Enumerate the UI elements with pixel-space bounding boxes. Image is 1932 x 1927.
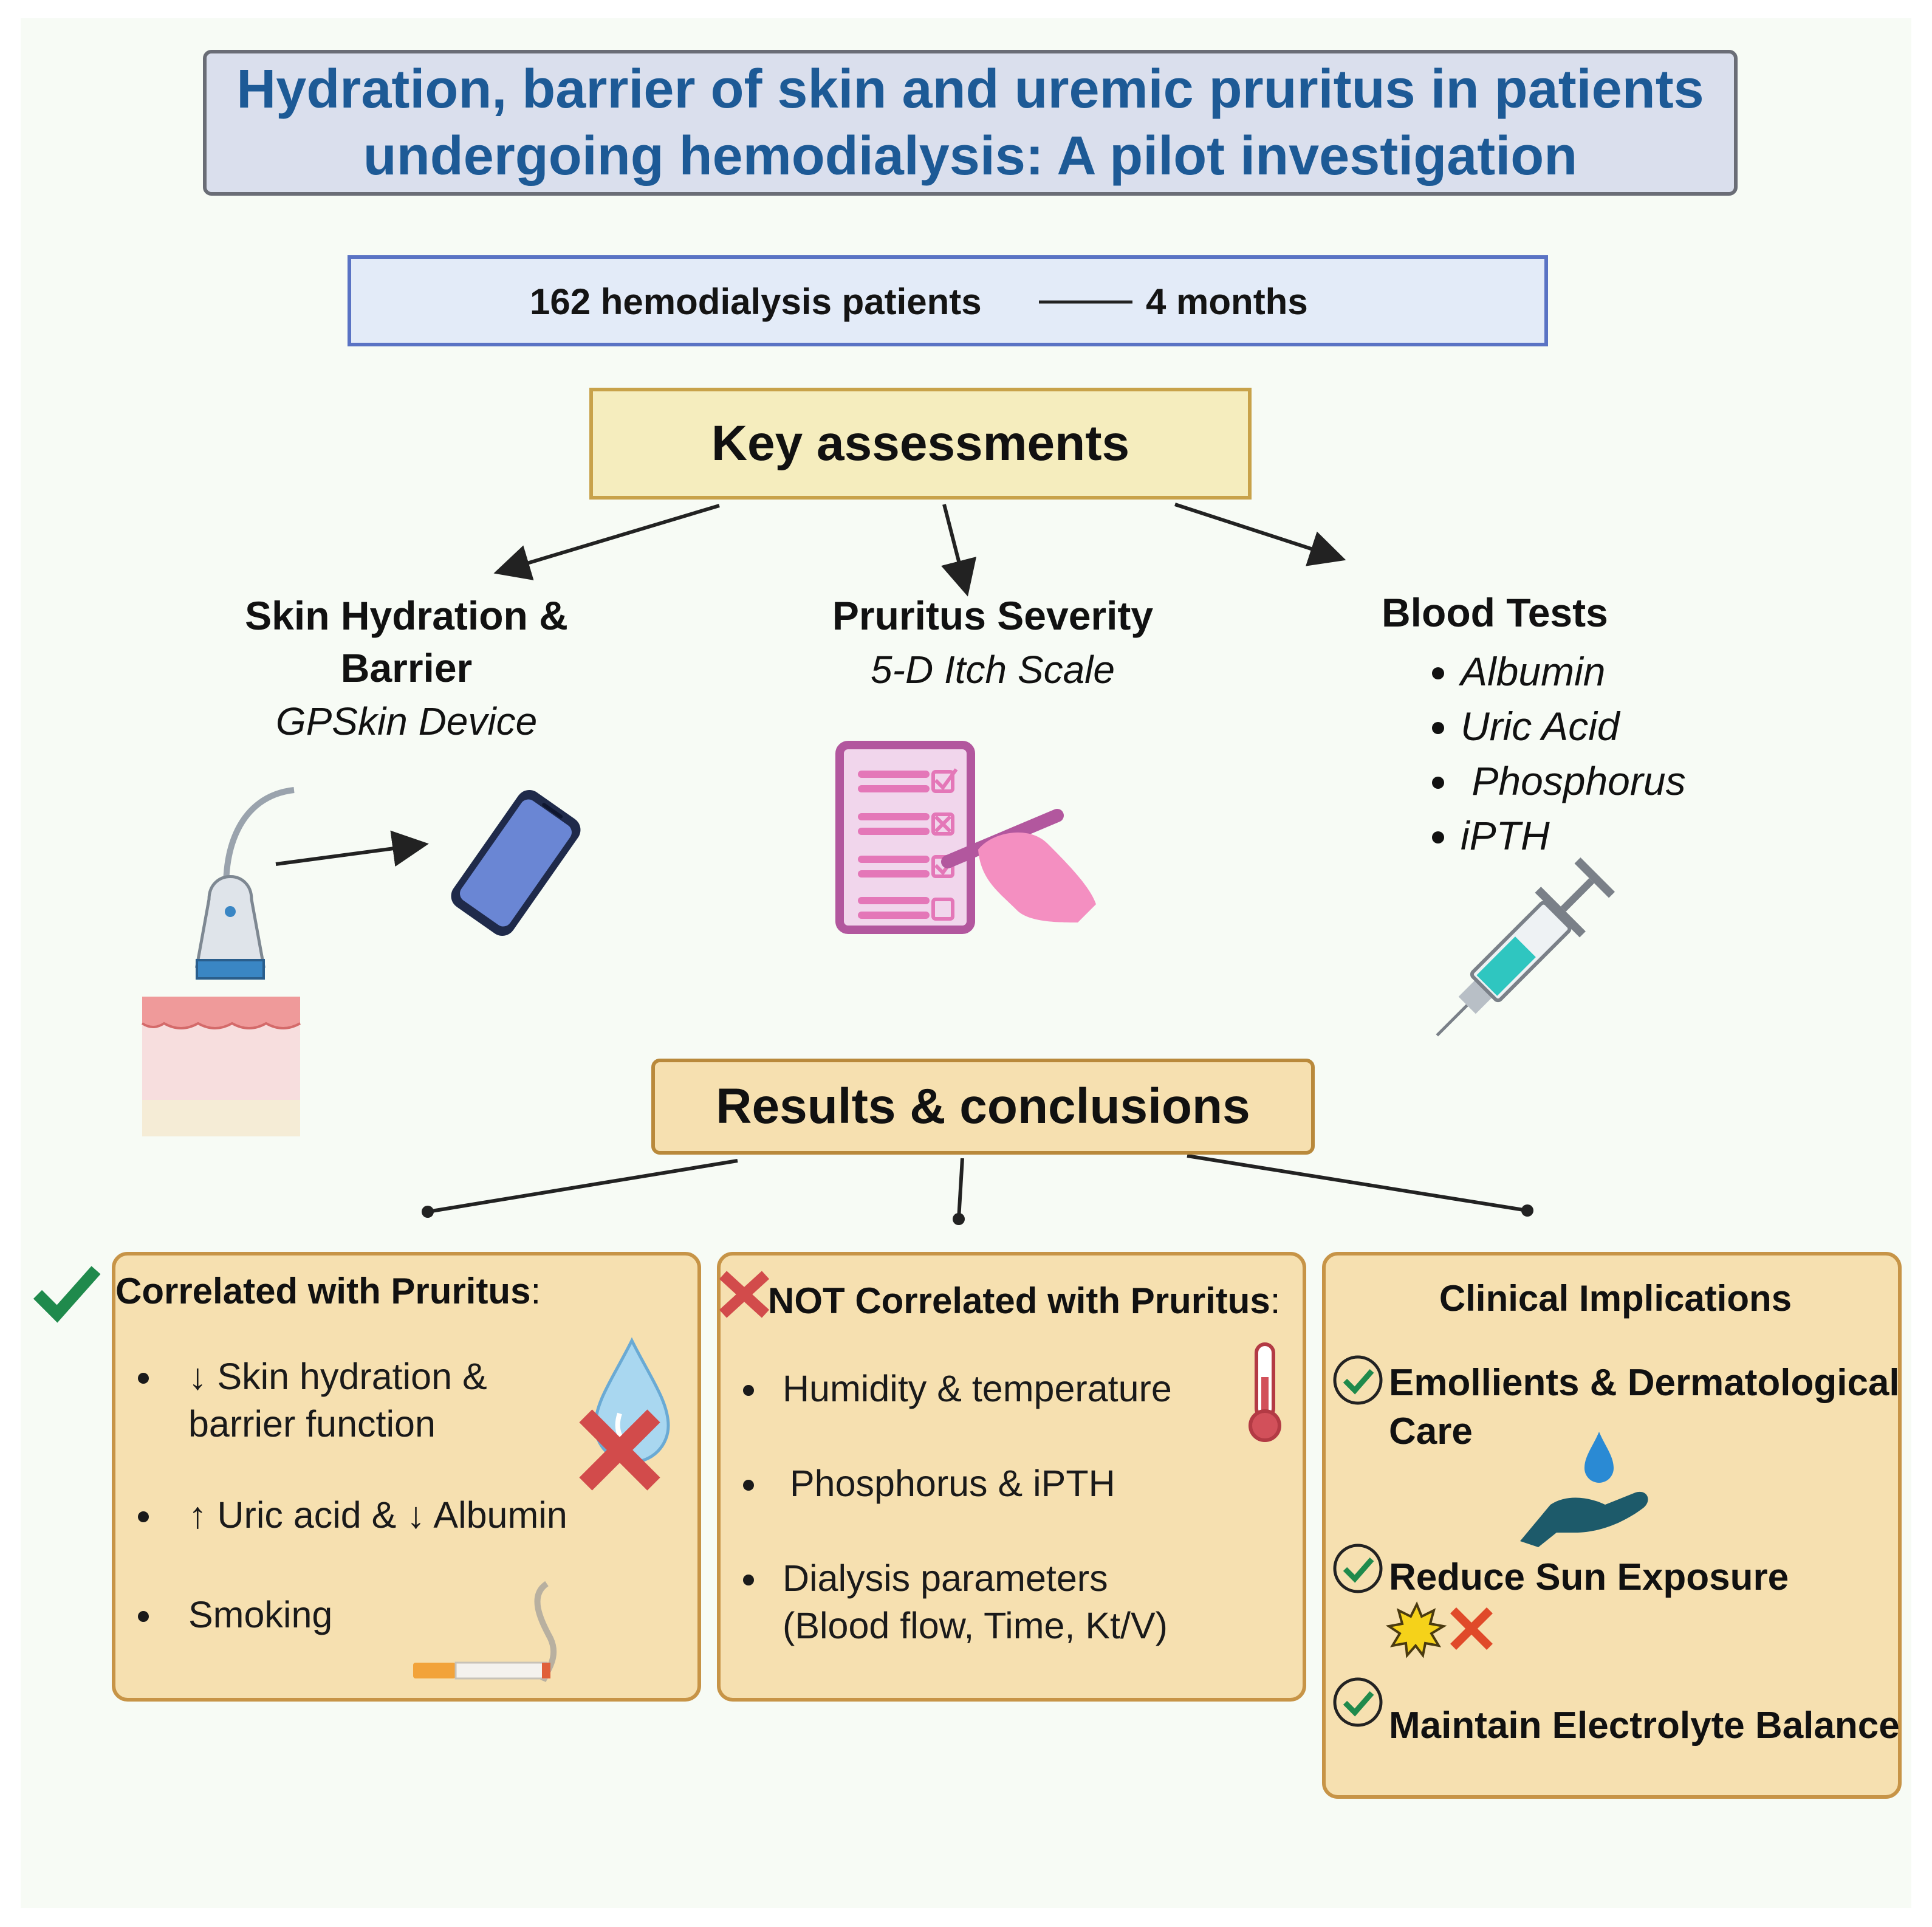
smartphone-icon — [451, 790, 581, 936]
results-heading: Results & conclusions — [716, 1079, 1250, 1134]
results-connector-middle — [957, 1158, 964, 1220]
cross-icon — [719, 1271, 770, 1318]
correlated-title-text: Correlated with Pruritus — [115, 1271, 531, 1311]
correlated-title: Correlated with Pruritus: — [115, 1270, 541, 1312]
key-assessments-box: Key assessments — [589, 388, 1252, 500]
correlated-item-hydration: ↓ Skin hydration & barrier function — [164, 1353, 589, 1448]
clinical-implications-panel: Clinical Implications Emollients & Derma… — [1322, 1252, 1902, 1799]
arrow-probe-to-phone — [275, 830, 429, 867]
not-correlated-title-colon: : — [1270, 1280, 1281, 1321]
cigarette-icon — [413, 1581, 557, 1682]
not-correlated-item-phosphorus: Phosphorus & iPTH — [769, 1460, 1279, 1507]
not-correlated-list: Humidity & temperature Phosphorus & iPTH… — [721, 1365, 1279, 1649]
check-icon — [1333, 1677, 1383, 1727]
check-icon — [1333, 1544, 1383, 1593]
hand-pen-icon — [941, 809, 1096, 922]
ultrasound-probe-icon — [195, 787, 295, 980]
not-correlated-item-dialysis: Dialysis parameters (Blood flow, Time, K… — [769, 1554, 1279, 1649]
connector-dot-middle — [953, 1213, 965, 1225]
results-connector-left — [427, 1159, 738, 1214]
arrow-to-pruritus — [940, 504, 977, 597]
correlated-panel: Correlated with Pruritus: ↓ Skin hydrati… — [112, 1252, 701, 1702]
results-conclusions-box: Results & conclusions — [651, 1059, 1315, 1155]
implication-sun: Reduce Sun Exposure — [1389, 1556, 1789, 1598]
blood-test-ipth: iPTH — [1461, 808, 1825, 863]
skin-title-line-2: Barrier — [340, 645, 473, 690]
hand-drop-icon — [1520, 1432, 1648, 1547]
blood-test-albumin: Albumin — [1461, 644, 1825, 699]
blood-tests-list: Albumin Uric Acid Phosphorus iPTH — [1406, 644, 1825, 863]
check-icon — [33, 1266, 101, 1323]
thermometer-icon — [1249, 1342, 1281, 1442]
correlated-item-smoking: Smoking — [164, 1591, 589, 1638]
title-box: Hydration, barrier of skin and uremic pr… — [203, 50, 1738, 196]
arrow-to-skin — [493, 504, 720, 580]
patients-count: 162 hemodialysis patients — [530, 281, 982, 322]
not-correlated-item-humidity: Humidity & temperature — [769, 1365, 1279, 1412]
pruritus-severity-title: Pruritus Severity — [832, 593, 1154, 638]
correlated-item-hydration-line-1: ↓ Skin hydration & — [188, 1356, 487, 1397]
implication-electrolyte: Maintain Electrolyte Balance — [1389, 1705, 1900, 1747]
study-duration: 4 months — [1146, 281, 1308, 322]
skin-hydration-title: Skin Hydration & Barrier — [209, 589, 604, 694]
not-correlated-panel: NOT Correlated with Pruritus: Humidity &… — [717, 1252, 1306, 1702]
title-line-1: Hydration, barrier of skin and uremic pr… — [236, 59, 1704, 120]
skin-layer-icon — [141, 997, 301, 1136]
canvas: Hydration, barrier of skin and uremic pr… — [21, 18, 1911, 1908]
check-icon — [1333, 1355, 1383, 1405]
connector-dot-right — [1521, 1204, 1533, 1217]
implication-emollients-line-2: Care — [1389, 1410, 1473, 1452]
pruritus-method: 5-D Itch Scale — [871, 648, 1115, 692]
skin-title-line-1: Skin Hydration & — [245, 593, 568, 638]
not-correlated-item-dialysis-line-2: (Blood flow, Time, Kt/V) — [783, 1605, 1168, 1646]
cross-icon — [579, 1409, 660, 1491]
key-assessments-heading: Key assessments — [711, 416, 1130, 471]
implication-emollients-line-1: Emollients & Dermatological — [1389, 1362, 1900, 1404]
checklist-icon — [835, 741, 1096, 934]
correlated-item-uric-albumin: ↑ Uric acid & ↓ Albumin — [164, 1491, 589, 1539]
page-title: Hydration, barrier of skin and uremic pr… — [236, 56, 1704, 190]
connector-dot-left — [422, 1206, 434, 1218]
skin-method: GPSkin Device — [275, 699, 538, 743]
cross-icon — [1450, 1607, 1493, 1650]
clinical-implications-title: Clinical Implications — [1439, 1278, 1792, 1319]
study-info-box — [348, 255, 1548, 346]
not-correlated-title-text: NOT Correlated with Pruritus — [768, 1280, 1270, 1321]
connector-lines — [1039, 300, 1132, 304]
arrow-to-blood — [1174, 503, 1346, 566]
results-connector-right — [1187, 1154, 1528, 1212]
blood-tests-title: Blood Tests — [1382, 590, 1608, 635]
not-correlated-item-dialysis-line-1: Dialysis parameters — [783, 1558, 1108, 1599]
blood-test-uric-acid: Uric Acid — [1461, 699, 1825, 754]
blood-test-phosphorus: Phosphorus — [1461, 754, 1825, 808]
assessment-arrows — [275, 503, 1533, 1225]
sun-icon — [1385, 1601, 1447, 1658]
implication-emollients: Emollients & Dermatological Care — [1389, 1359, 1911, 1456]
correlated-list: ↓ Skin hydration & barrier function ↑ Ur… — [115, 1353, 589, 1638]
correlated-title-colon: : — [530, 1271, 541, 1311]
syringe-icon — [1436, 857, 1615, 1037]
title-line-2: undergoing hemodialysis: A pilot investi… — [363, 126, 1578, 187]
not-correlated-title: NOT Correlated with Pruritus: — [768, 1280, 1280, 1322]
correlated-item-hydration-line-2: barrier function — [188, 1403, 436, 1444]
